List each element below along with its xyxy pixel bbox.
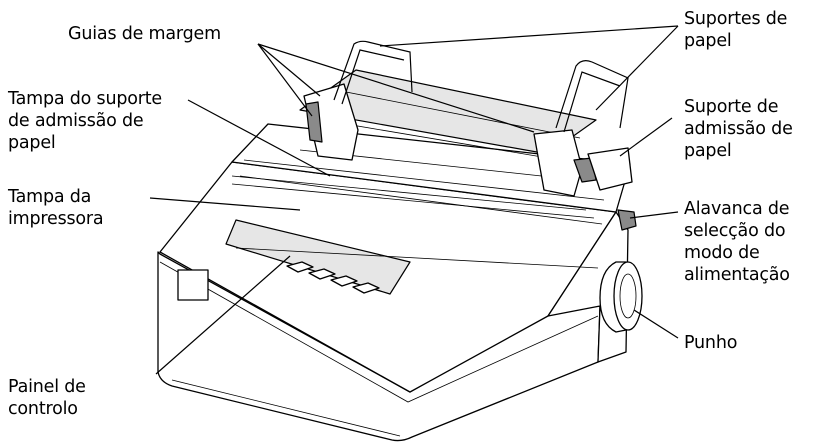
label-release-lever: Alavanca de selecção do modo de alimenta… — [684, 199, 790, 285]
label-margin-guides: Guias de margem — [68, 24, 221, 44]
label-control-panel: Painel de controlo — [8, 377, 86, 419]
printer-body — [157, 161, 629, 442]
control-buttons — [286, 261, 380, 294]
platen-knob — [599, 261, 643, 333]
release-lever — [617, 209, 637, 231]
power-switch-area — [177, 269, 209, 301]
label-printer-cover: Tampa da impressora — [8, 187, 104, 229]
paper-supports — [333, 40, 629, 133]
label-paper-supports: Suportes de papel — [684, 9, 788, 51]
leader-lines — [149, 25, 679, 375]
label-feeder-support: Suporte de admissão de papel — [684, 97, 793, 161]
label-knob: Punho — [684, 333, 738, 353]
margin-guides — [303, 83, 633, 197]
control-panel-window — [225, 219, 411, 295]
label-feeder-cover: Tampa do suporte de admissão de papel — [8, 89, 162, 153]
